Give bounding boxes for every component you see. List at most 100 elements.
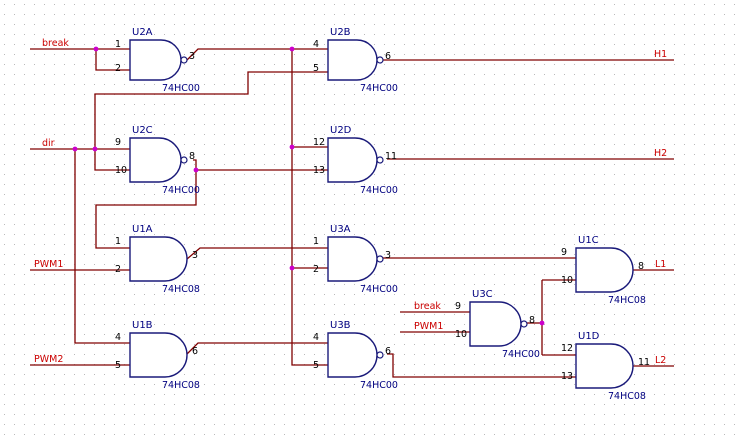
- gate-u2b-pin-in-4: 4: [313, 39, 319, 50]
- net-label-break-u3c: break: [414, 301, 441, 312]
- gate-u2c-pin-in-10: 10: [115, 165, 127, 176]
- gate-u2a-part: 74HC00: [162, 83, 200, 94]
- gate-u1c-pin-in-9: 9: [561, 247, 567, 258]
- junction-dot: [539, 320, 545, 326]
- net-label-l1: L1: [655, 259, 666, 270]
- gate-u2b-pin-in-5: 5: [313, 63, 319, 74]
- gate-u2c-ref: U2C: [132, 125, 153, 136]
- gate-u1d-pin-in-13: 13: [561, 371, 573, 382]
- gate-u3b-pin-out: 6: [385, 346, 391, 357]
- gate-u2b-pin-out: 6: [385, 51, 391, 62]
- gate-u3c-pin-in-9: 9: [455, 301, 461, 312]
- net-label-break: break: [42, 38, 69, 49]
- gate-u2a-body: [129, 39, 182, 81]
- junction-dot: [92, 146, 98, 152]
- gate-u1a-pin-in-2: 2: [115, 264, 121, 275]
- gate-u1c-pin-out: 8: [638, 261, 644, 272]
- wire-u2c-to-u1a: [95, 170, 197, 249]
- gate-u1b-body: [129, 332, 188, 378]
- gate-u1d-pin-in-12: 12: [561, 343, 573, 354]
- net-labels: break dir PWM1 PWM2 H1 H2 L1 L2 break PW…: [34, 38, 667, 366]
- gate-u2a-pin-in-1: 1: [115, 39, 121, 50]
- gate-u3a-inverter-bubble: [376, 255, 384, 263]
- wire-u2c-in10: [94, 149, 130, 171]
- gate-u3a-pin-in-1: 1: [313, 236, 319, 247]
- gate-u1c-pin-in-10: 10: [561, 275, 573, 286]
- gate-u2b-ref: U2B: [330, 27, 351, 38]
- net-label-pwm2: PWM2: [34, 354, 63, 365]
- wire-u2b-in5: [94, 71, 328, 149]
- wire-u1b-out: [186, 342, 328, 355]
- gate-u2c-pin-in-9: 9: [115, 137, 121, 148]
- gate-u3a-part: 74HC00: [360, 284, 398, 295]
- gate-u1d-ref: U1D: [578, 331, 600, 342]
- gate-u3b-inverter-bubble: [376, 351, 384, 359]
- wire-u3b-out: [387, 353, 576, 378]
- junctions: [72, 46, 545, 326]
- gate-u2c-inverter-bubble: [180, 156, 188, 164]
- gate-u1d-part: 74HC08: [608, 391, 646, 402]
- junction-dot: [72, 146, 78, 152]
- gate-u2a-pin-out: 3: [189, 51, 195, 62]
- gate-u2d-ref: U2D: [330, 125, 352, 136]
- gate-u1c-ref: U1C: [578, 235, 599, 246]
- gate-u2d-part: 74HC00: [360, 185, 398, 196]
- gate-u2d-pin-in-13: 13: [313, 165, 325, 176]
- gate-u1a-pin-out: 3: [192, 250, 198, 261]
- gate-u2d-inverter-bubble: [376, 156, 384, 164]
- gate-u3b-body: [327, 332, 378, 378]
- gate-u2b-part: 74HC00: [360, 83, 398, 94]
- gate-u1b-ref: U1B: [132, 320, 153, 331]
- gate-u3c-inverter-bubble: [520, 320, 528, 328]
- gate-u3b-pin-in-5: 5: [313, 360, 319, 371]
- gate-u3c-body: [469, 301, 522, 347]
- net-label-pwm1: PWM1: [34, 259, 63, 270]
- gate-u3a-body: [327, 236, 378, 282]
- gate-u1d-pin-out: 11: [638, 357, 650, 368]
- gate-u2a-ref: U2A: [132, 27, 153, 38]
- gate-u1b-part: 74HC08: [162, 380, 200, 391]
- gate-u3c-pin-in-10: 10: [455, 329, 467, 340]
- gate-u2d-body: [327, 137, 378, 183]
- gate-u3a-pin-in-2: 2: [313, 264, 319, 275]
- wire-u2c-out: [193, 159, 328, 171]
- gate-u2b-body: [327, 39, 378, 81]
- net-label-h2: H2: [654, 148, 667, 159]
- wire-u2a-in2: [95, 49, 130, 71]
- junction-dot: [93, 46, 99, 52]
- gate-u3a-ref: U3A: [330, 224, 351, 235]
- net-label-l2: L2: [655, 355, 666, 366]
- gate-u3b-ref: U3B: [330, 320, 351, 331]
- gate-u1a-part: 74HC08: [162, 284, 200, 295]
- junction-dot: [289, 46, 295, 52]
- gate-u3c-ref: U3C: [472, 289, 493, 300]
- gate-u2c-part: 74HC00: [162, 185, 200, 196]
- gate-u1a-body: [129, 236, 188, 282]
- gate-u3b-pin-in-4: 4: [313, 332, 319, 343]
- gate-u1b-pin-out: 6: [192, 346, 198, 357]
- gate-u3c-part: 74HC00: [502, 349, 540, 360]
- junction-dot: [289, 144, 295, 150]
- net-label-pwm1-u3c: PWM1: [414, 321, 443, 332]
- gate-u1a-ref: U1A: [132, 224, 153, 235]
- net-label-h1: H1: [654, 49, 667, 60]
- gate-u3c-pin-out: 8: [529, 315, 535, 326]
- gate-u3b-part: 74HC00: [360, 380, 398, 391]
- gate-u1c-part: 74HC08: [608, 295, 646, 306]
- wire-u1a-out: [186, 247, 328, 260]
- gate-u1b-pin-in-4: 4: [115, 332, 121, 343]
- gate-u2b-inverter-bubble: [376, 56, 384, 64]
- wire-dir-down: [74, 149, 130, 344]
- gate-u1b-pin-in-5: 5: [115, 360, 121, 371]
- gate-u2d-pin-in-12: 12: [313, 137, 325, 148]
- gate-u2c-body: [129, 137, 182, 183]
- gate-u3a-pin-out: 3: [385, 250, 391, 261]
- gates-layer: U2A74HC00123U2B74HC00456U2C74HC009108U2D…: [115, 27, 650, 402]
- wires: [30, 48, 674, 378]
- gate-u1a-pin-in-1: 1: [115, 236, 121, 247]
- gate-u2d-pin-out: 11: [385, 151, 397, 162]
- gate-u1c-body: [575, 247, 634, 293]
- gate-u2c-pin-out: 8: [189, 151, 195, 162]
- net-label-dir: dir: [42, 138, 55, 149]
